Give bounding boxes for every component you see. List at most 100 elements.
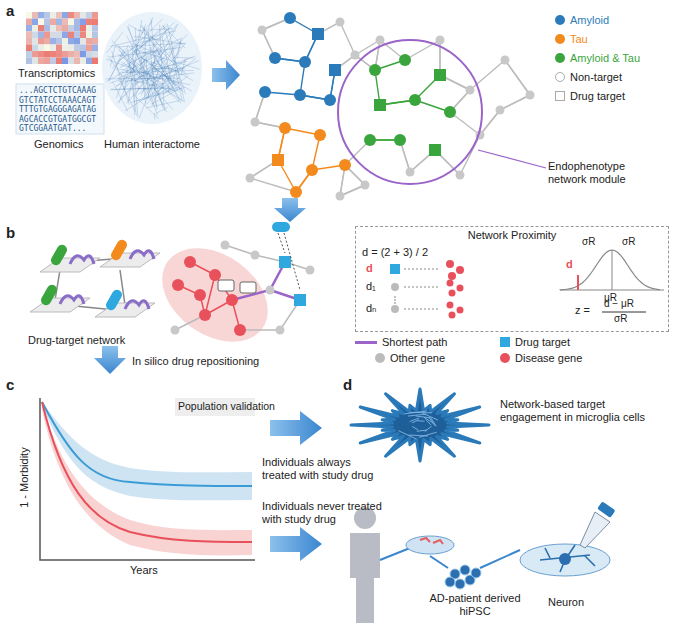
link (121, 75, 139, 82)
gene-node (351, 51, 360, 60)
heat-cell (26, 58, 32, 65)
other-gene (171, 326, 180, 335)
heat-cell (92, 19, 98, 26)
heat-cell (80, 58, 86, 65)
heat-cell (62, 19, 68, 26)
heat-cell (74, 51, 80, 58)
heat-cell (62, 45, 68, 52)
heat-cell (56, 58, 62, 65)
heat-cell (68, 32, 74, 39)
legend-text: Tau (570, 33, 588, 45)
link (110, 88, 162, 90)
target-square (312, 28, 324, 40)
distance-line (404, 309, 440, 310)
heat-cell (32, 58, 38, 65)
heat-cell (38, 45, 44, 52)
axis-label: Years (130, 564, 158, 577)
gene-node (336, 18, 345, 27)
heat-cell (86, 38, 92, 45)
plane (40, 258, 100, 272)
legend-row: Drug target (500, 336, 570, 348)
heat-cell (32, 51, 38, 58)
heat-cell (92, 45, 98, 52)
caption: Transcriptomics (18, 67, 95, 80)
heat-cell (44, 12, 50, 19)
heat-cell (44, 38, 50, 45)
axis-label: 1 - Morbidity (17, 448, 30, 509)
edge (470, 60, 505, 90)
block-arrow (270, 411, 322, 445)
pipette-bulb (597, 501, 615, 518)
legend-text: Amyloid & Tau (570, 52, 640, 64)
gene-node (269, 52, 281, 64)
gene-node (376, 36, 385, 45)
symbol: d (566, 258, 573, 271)
texture (412, 420, 419, 423)
texture (398, 431, 416, 439)
heat-cell (68, 19, 74, 26)
arrow (430, 556, 448, 568)
symbol: σR (622, 236, 635, 248)
link (133, 94, 159, 118)
edge (178, 262, 240, 330)
gene-node (339, 159, 351, 171)
heat-cell (50, 45, 56, 52)
leader-line (478, 150, 546, 168)
dish (520, 544, 610, 576)
survival-chart (40, 398, 255, 560)
heat-cell (62, 32, 68, 39)
heatmap (26, 12, 98, 64)
link (157, 50, 170, 82)
block-arrow (212, 60, 240, 90)
fraction-bar (602, 312, 646, 313)
drug-capsule (109, 238, 129, 262)
heat-cell (62, 51, 68, 58)
texture (426, 419, 431, 424)
block-arrow (94, 346, 126, 374)
texture (419, 432, 437, 437)
heat-cell (68, 38, 74, 45)
link (167, 24, 184, 101)
heat-cell (26, 19, 32, 26)
stem-cell (445, 577, 455, 587)
heat-cell (92, 25, 98, 32)
protein (125, 301, 149, 309)
formula: z = (575, 304, 590, 317)
legend-row: Other gene (375, 352, 445, 364)
neurites (540, 545, 595, 572)
other-gene (391, 283, 399, 291)
drug-target (279, 256, 291, 268)
disease-gene (456, 266, 464, 274)
legend-swatch (555, 34, 565, 44)
heat-cell (80, 45, 86, 52)
gene-node (290, 186, 302, 198)
heat-cell (68, 58, 74, 65)
link (150, 47, 181, 104)
disease-gene (447, 302, 454, 309)
symbol: dₙ (366, 302, 377, 315)
heat-cell (62, 38, 68, 45)
link (140, 47, 182, 53)
disease-gene (449, 290, 456, 297)
heat-cell (56, 51, 62, 58)
link (135, 21, 152, 41)
heat-cell (26, 32, 32, 39)
other-gene (391, 305, 399, 313)
gene-node (436, 36, 445, 45)
normal-curve (560, 250, 660, 290)
panel-title: Network Proximity (356, 227, 668, 242)
disease-gene (209, 269, 221, 281)
disease-module (145, 229, 286, 361)
disease-gene (199, 309, 211, 321)
plane (100, 253, 160, 267)
heat-cell (44, 45, 50, 52)
distance-line (404, 287, 440, 288)
disease-gene (457, 307, 464, 314)
gene-node (314, 129, 326, 141)
texture (410, 412, 433, 414)
gene-node (406, 168, 415, 177)
disease-gene (457, 285, 464, 292)
panel-letter: c (6, 376, 14, 394)
other-gene (221, 241, 230, 250)
network (246, 12, 535, 201)
